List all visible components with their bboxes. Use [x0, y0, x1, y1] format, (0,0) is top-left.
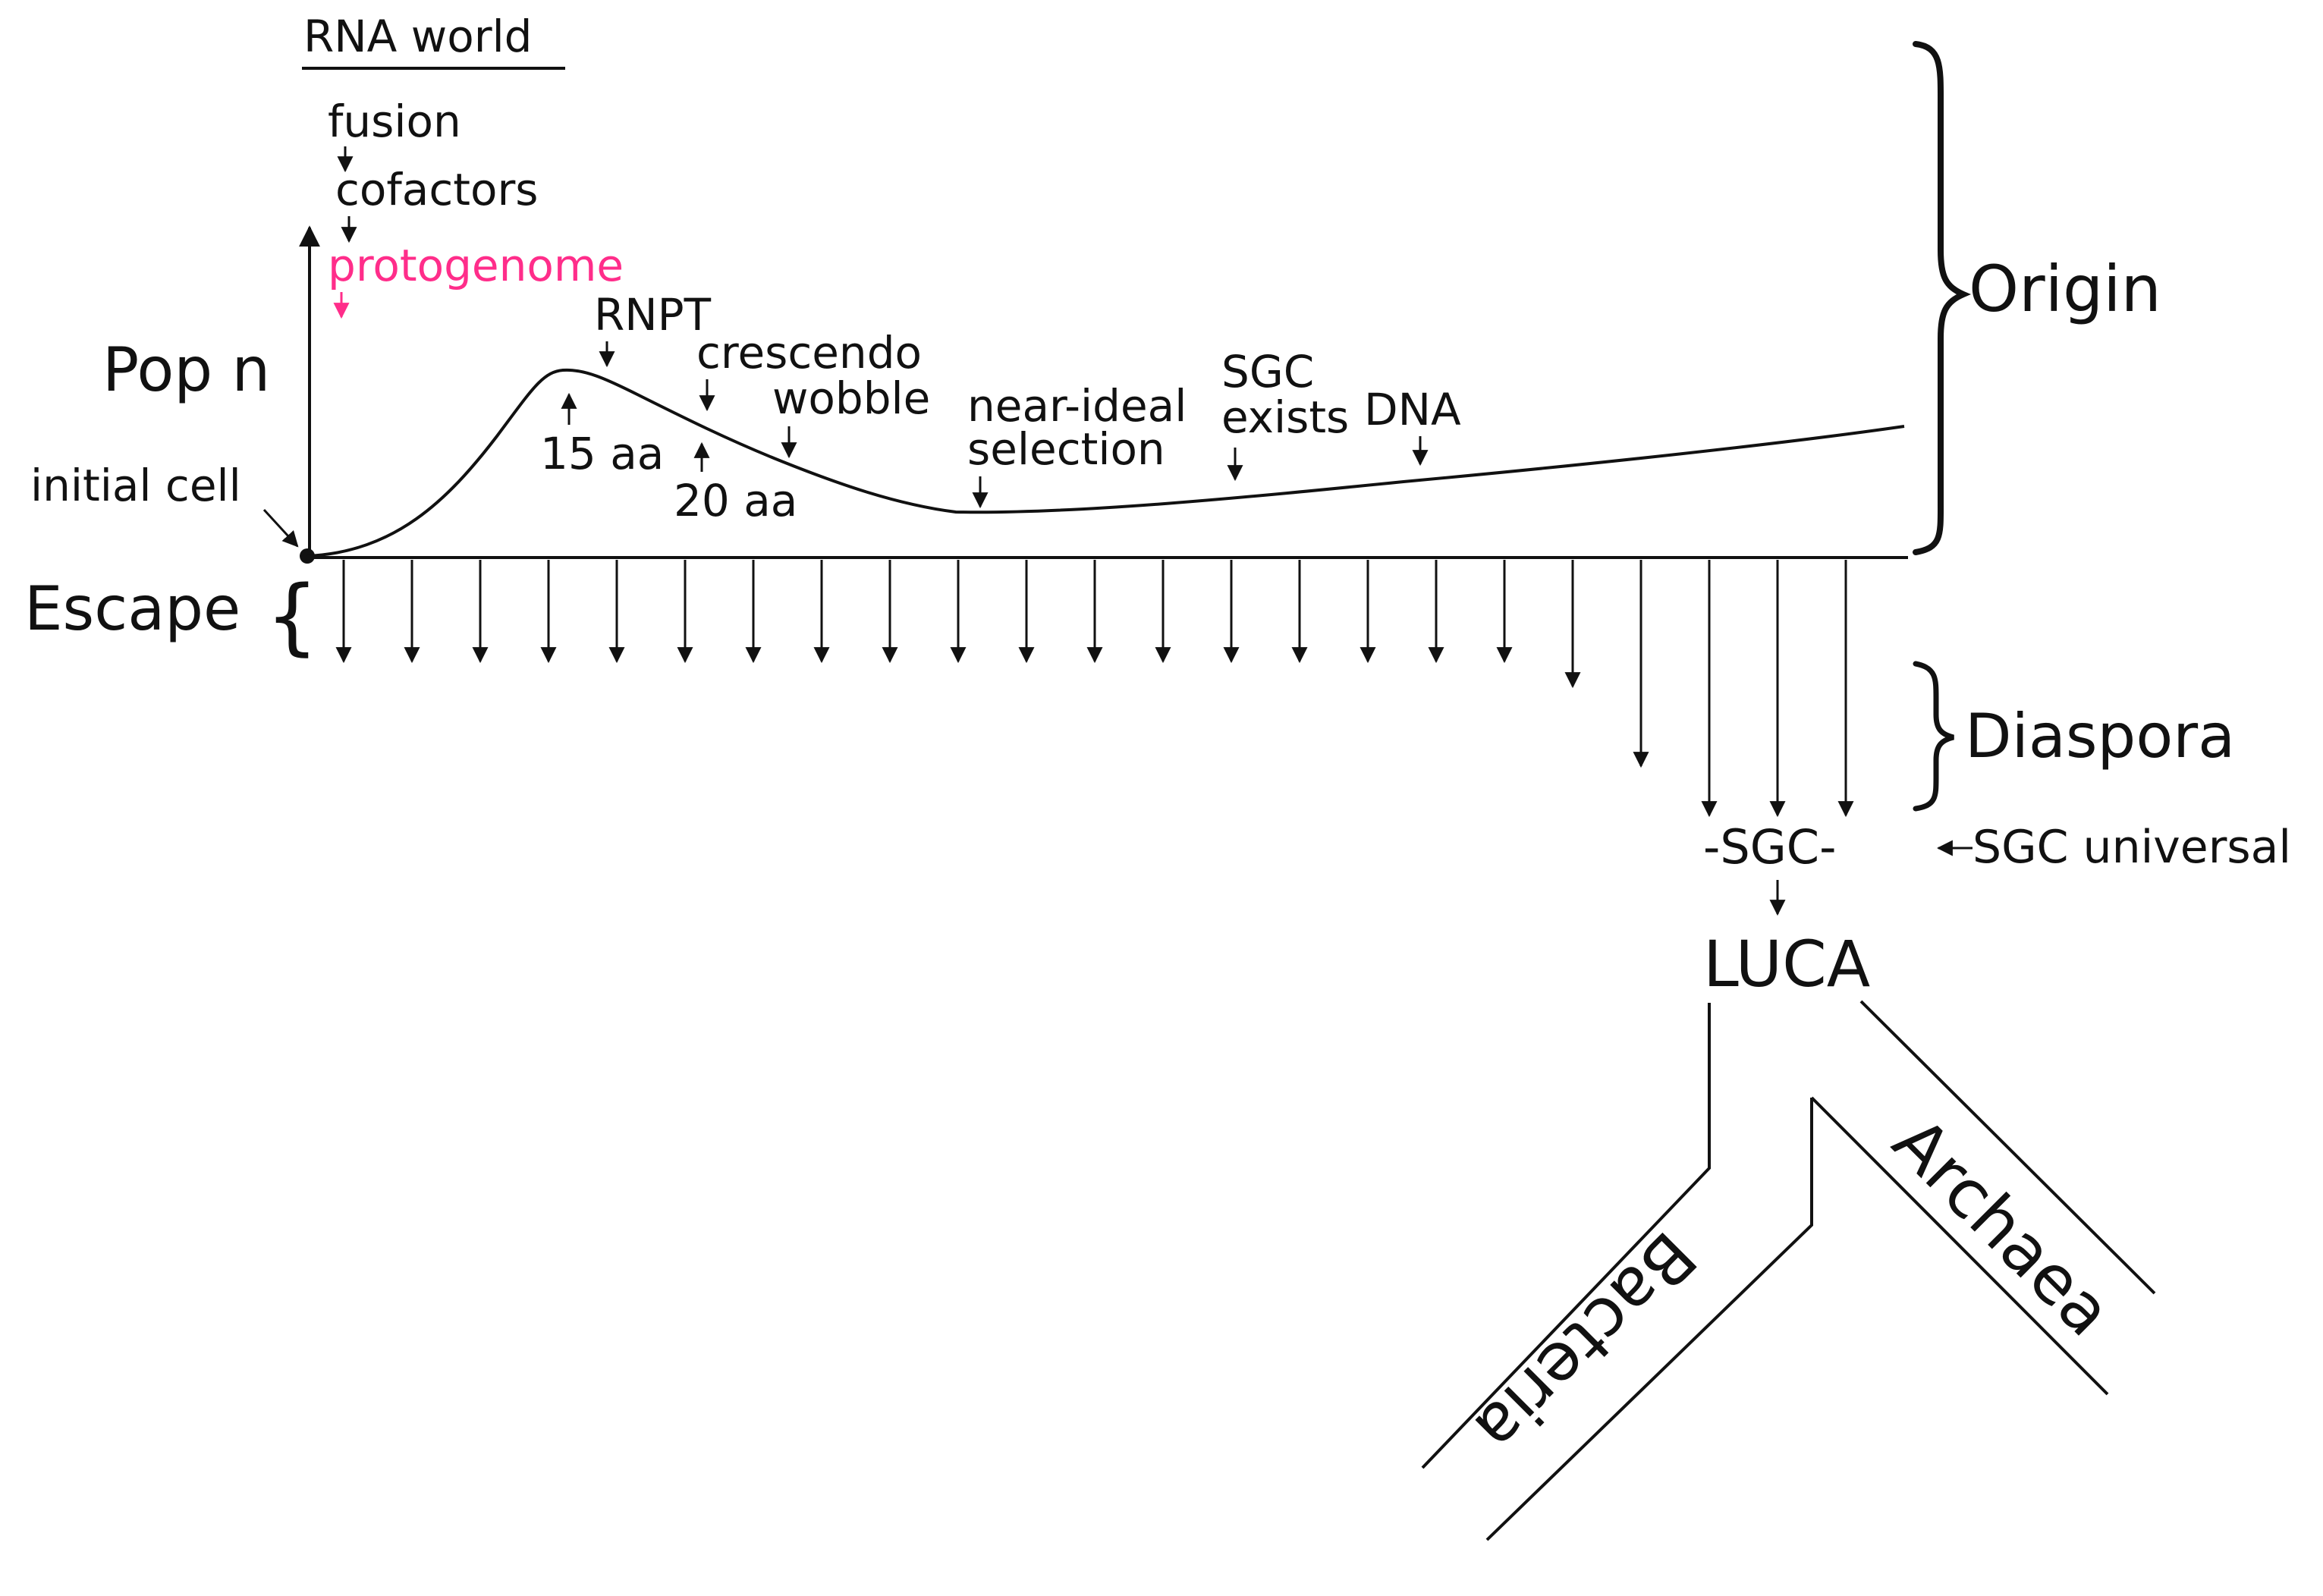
- origin-brace: [1913, 41, 1972, 555]
- sgc-universal-label: SGC universal: [1973, 821, 2291, 874]
- escape-brace: {: [266, 567, 319, 664]
- protogenome-label: protogenome: [328, 240, 624, 291]
- diaspora-label: Diaspora: [1965, 701, 2235, 771]
- exists-label: exists: [1221, 391, 1349, 443]
- escape-arrows: [335, 560, 1854, 818]
- cofactors-label: cofactors: [335, 164, 539, 215]
- aa15-label: 15 aa: [540, 428, 664, 479]
- diaspora-brace: [1913, 661, 1954, 812]
- near-ideal-label: near-ideal: [967, 380, 1187, 432]
- bacteria-label-group: Bacteria: [1460, 1217, 1712, 1469]
- pop-n-label: Pop n: [102, 335, 270, 405]
- initial-cell-label: initial cell: [30, 460, 241, 511]
- escape-label: Escape: [24, 573, 240, 644]
- rna-world-label: RNA world: [303, 11, 533, 62]
- origin-label: Origin: [1969, 252, 2161, 326]
- fusion-label: fusion: [328, 96, 461, 147]
- bacteria-branch-outer: [1421, 1003, 1711, 1469]
- sgc-node-label: -SGC-: [1703, 819, 1836, 875]
- bacteria-branch-inner: [1485, 1098, 1813, 1541]
- dna-label: DNA: [1364, 384, 1461, 435]
- rnpt-label: RNPT: [594, 289, 712, 341]
- population-curve: [306, 368, 1905, 558]
- crescendo-label: crescendo: [696, 327, 922, 379]
- bacteria-label: Bacteria: [1460, 1217, 1712, 1469]
- tree-branches: [1421, 1000, 2156, 1541]
- archaea-branch-inner: [1810, 1096, 2109, 1396]
- aa20-label: 20 aa: [674, 475, 797, 526]
- archaea-branch-outer: [1859, 1000, 2156, 1295]
- wobble-label: wobble: [772, 372, 930, 424]
- selection-label: selection: [967, 423, 1165, 475]
- sgc-label: SGC: [1221, 346, 1314, 397]
- luca-label: LUCA: [1703, 927, 1870, 1001]
- initial-cell-arrow: [262, 508, 299, 548]
